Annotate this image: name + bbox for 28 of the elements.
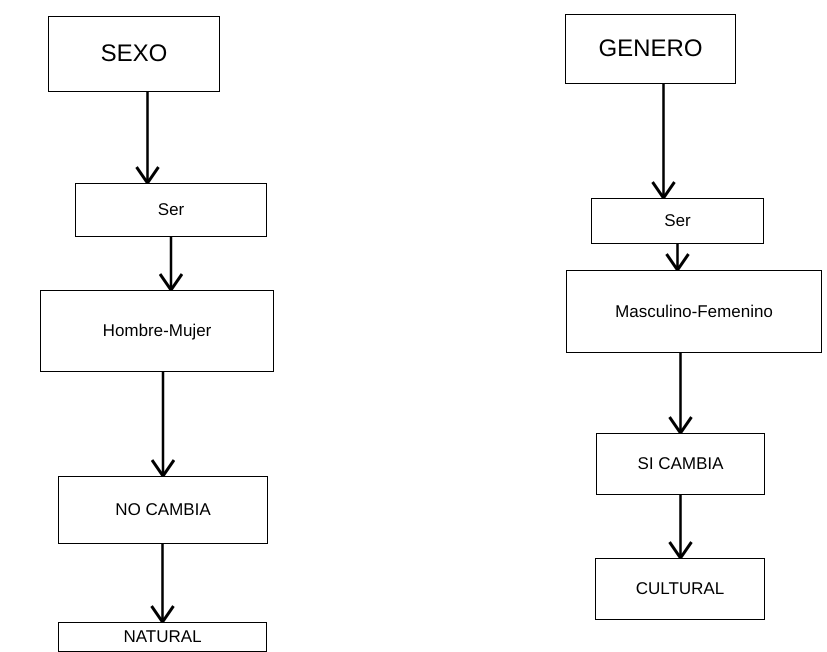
process-box xyxy=(48,16,220,92)
arrow xyxy=(651,84,676,200)
box-label: Hombre-Mujer xyxy=(102,321,212,341)
process-box xyxy=(58,476,268,544)
process-box xyxy=(596,433,765,495)
box-label: SEXO xyxy=(100,40,168,68)
box-label: Ser xyxy=(158,200,184,220)
box-label: CULTURAL xyxy=(636,579,724,599)
arrow xyxy=(150,544,175,624)
box-label: NO CAMBIA xyxy=(115,500,211,520)
arrow xyxy=(158,237,184,292)
box-label: NATURAL xyxy=(123,627,202,647)
process-box xyxy=(595,558,765,620)
process-box xyxy=(566,270,822,353)
process-box xyxy=(40,290,274,372)
arrow xyxy=(668,495,693,560)
box-label: SI CAMBIA xyxy=(638,454,724,474)
process-box xyxy=(58,622,267,652)
box-label: GENERO xyxy=(598,35,702,63)
process-box xyxy=(591,198,764,244)
arrow xyxy=(135,92,160,184)
process-box xyxy=(75,183,267,237)
box-label: Masculino-Femenino xyxy=(615,302,773,322)
box-label: Ser xyxy=(664,211,691,231)
arrow xyxy=(150,372,176,478)
arrow xyxy=(668,353,693,434)
process-box xyxy=(565,14,736,84)
arrow xyxy=(665,244,690,272)
